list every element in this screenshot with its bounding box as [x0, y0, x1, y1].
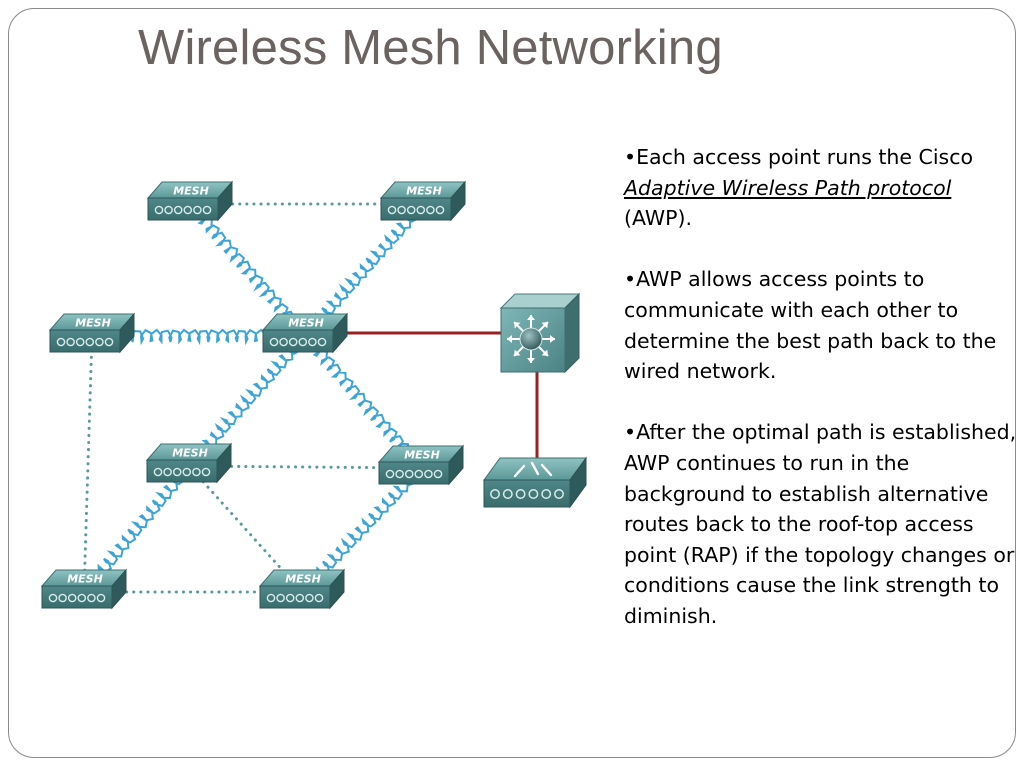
mesh-label: MESH — [404, 449, 440, 462]
mesh-label: MESH — [288, 317, 324, 330]
mesh-label: MESH — [285, 573, 321, 586]
switch-icon — [499, 292, 581, 374]
dotted-link — [82, 334, 94, 594]
mesh-label: MESH — [406, 185, 442, 198]
mesh-access-point: MESH — [48, 312, 136, 354]
mesh-label: MESH — [172, 447, 208, 460]
wireless-link — [78, 462, 192, 595]
mesh-access-point: MESH — [146, 180, 234, 222]
mesh-label: MESH — [75, 317, 111, 330]
mesh-label: MESH — [173, 185, 209, 198]
wireless-link — [299, 200, 425, 338]
mesh-access-point: MESH — [40, 568, 128, 610]
root-access-point-icon — [483, 456, 587, 509]
slide-frame — [8, 8, 1016, 758]
bullet-awp-background: •After the optimal path is established, … — [624, 420, 1017, 628]
wireless-link — [184, 332, 307, 469]
mesh-label: MESH — [67, 573, 103, 586]
slide-title: Wireless Mesh Networking — [138, 21, 723, 75]
mesh-access-point: MESH — [261, 312, 349, 354]
bullet-awp-intro-text: •Each access point runs the Cisco — [624, 145, 974, 169]
bullet-list: •Each access point runs the Cisco Adapti… — [624, 142, 1018, 662]
mesh-access-point: MESH — [258, 568, 346, 610]
awp-protocol-link[interactable]: Adaptive Wireless Path protocol — [624, 175, 952, 200]
mesh-access-point: MESH — [377, 444, 465, 486]
bullet-awp-intro: •Each access point runs the Cisco Adapti… — [624, 142, 1018, 234]
mesh-access-point: MESH — [379, 180, 467, 222]
mesh-access-point: MESH — [145, 442, 233, 484]
bullet-awp-intro-suffix: (AWP). — [624, 206, 693, 231]
bullet-awp-path: •AWP allows access points to communicate… — [624, 267, 997, 384]
